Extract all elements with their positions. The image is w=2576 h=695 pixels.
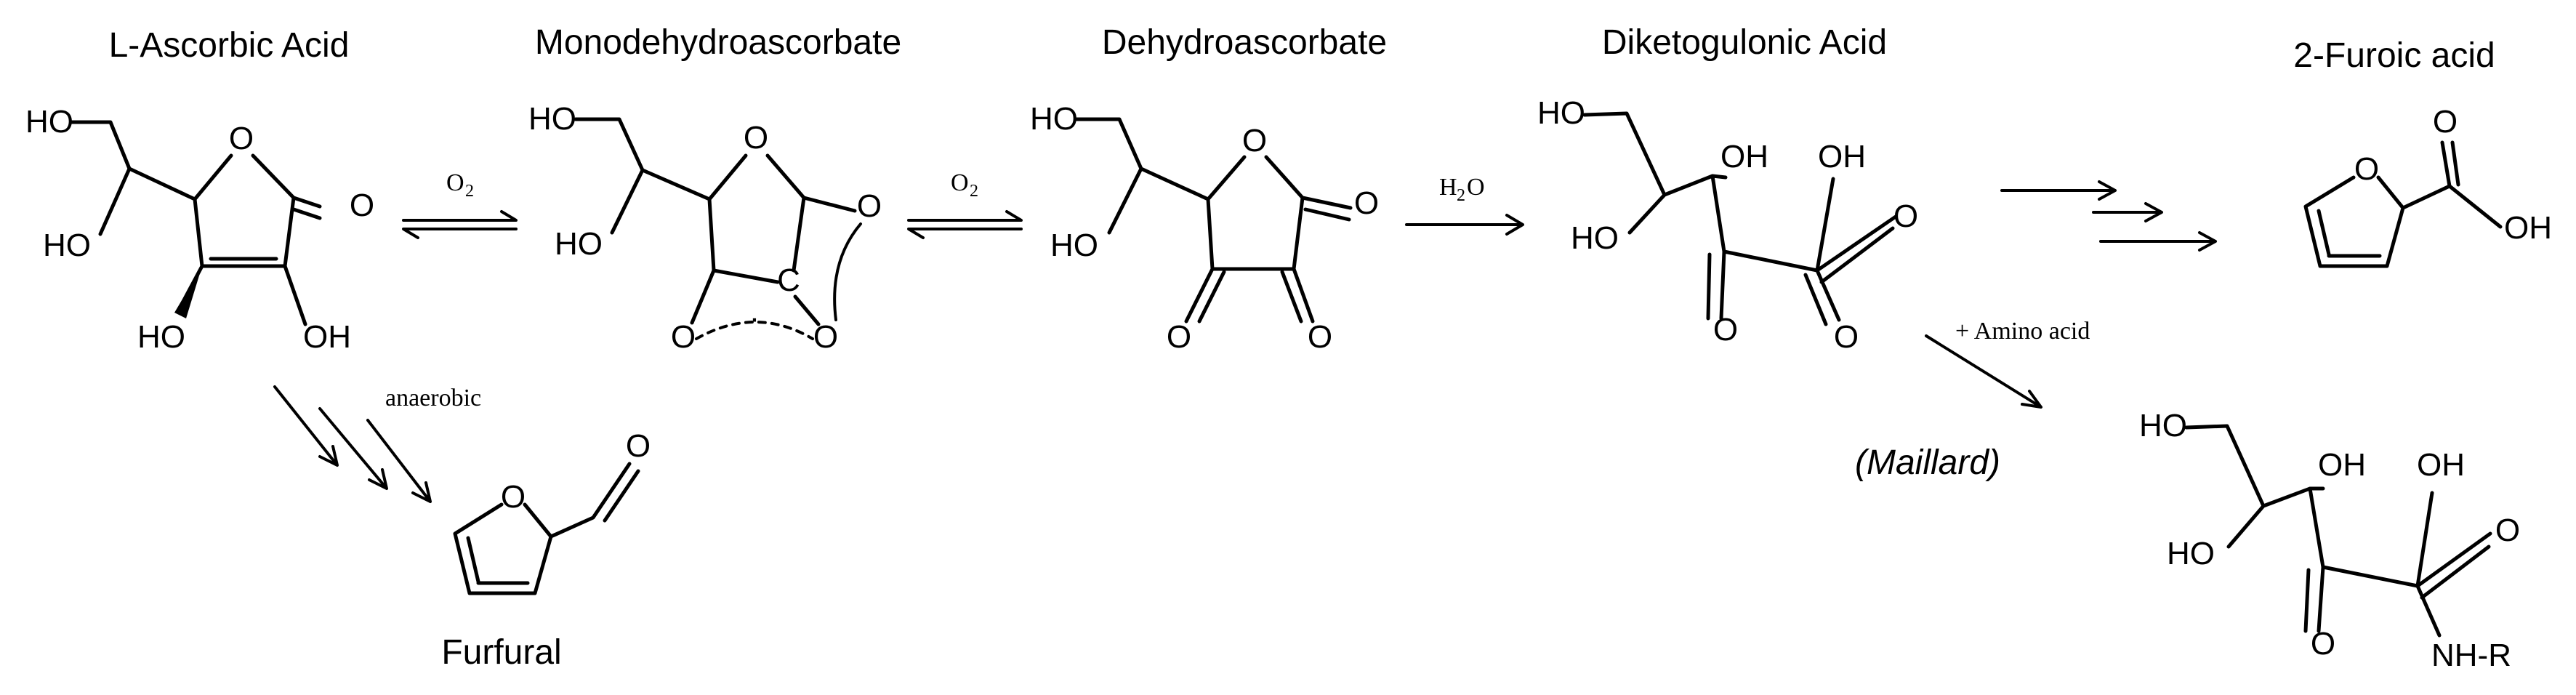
condition-o2-base: O bbox=[446, 169, 464, 196]
atom-label: HO bbox=[555, 226, 603, 262]
structure-furoic-acid: O O OH bbox=[2303, 104, 2552, 268]
structure-furfural: O O bbox=[453, 428, 651, 595]
atom-label: HO bbox=[2139, 408, 2187, 443]
atom-label: HO bbox=[1050, 228, 1098, 263]
condition-anaerobic: anaerobic bbox=[385, 385, 481, 411]
atom-label: HO bbox=[528, 101, 576, 137]
atom-label: O bbox=[1354, 185, 1379, 221]
condition-water-sub: 2 bbox=[1457, 186, 1465, 205]
atom-label: O bbox=[2433, 104, 2458, 140]
wedge-bond bbox=[174, 266, 202, 318]
delocalized-bond bbox=[695, 321, 814, 340]
hydrolysis-arrow: H 2 O bbox=[1405, 174, 1524, 236]
condition-o2-subscript: 2 bbox=[465, 182, 474, 201]
atom-label: OH bbox=[1720, 139, 1768, 174]
double-bond bbox=[2303, 545, 2491, 633]
atom-label: HO bbox=[2167, 536, 2215, 571]
bond-lines bbox=[453, 462, 632, 595]
atom-label: O bbox=[857, 188, 882, 224]
equilibrium-arrow-2: O 2 bbox=[907, 169, 1023, 239]
atom-label: O bbox=[671, 319, 696, 355]
double-bond bbox=[1197, 207, 1351, 324]
atom-label: O bbox=[626, 428, 651, 464]
double-bond bbox=[2317, 140, 2460, 258]
atom-label: O bbox=[350, 188, 374, 223]
structure-diketogulonic-acid: HO OH OH HO O O O bbox=[1537, 95, 1918, 355]
atom-label: HO bbox=[43, 228, 91, 263]
atom-label: NH-R bbox=[2431, 638, 2511, 673]
atom-label: O bbox=[501, 479, 526, 515]
title-furfural: Furfural bbox=[441, 633, 561, 672]
double-bond bbox=[209, 207, 322, 261]
structure-monodehydroascorbate: HO HO O O C O O · bbox=[528, 101, 882, 355]
atom-label: OH bbox=[2417, 447, 2465, 483]
atom-label: OH bbox=[2504, 210, 2552, 246]
condition-o2-subscript: 2 bbox=[970, 182, 978, 201]
maillard-arrow: + Amino acid (Maillard) bbox=[1855, 318, 2090, 482]
atom-label: C bbox=[777, 262, 800, 298]
title-monodehydroascorbate: Monodehydroascorbate bbox=[535, 23, 901, 62]
label-maillard: (Maillard) bbox=[1855, 443, 2000, 482]
double-bond bbox=[1706, 226, 1895, 326]
title-furoic-acid: 2-Furoic acid bbox=[2293, 36, 2495, 75]
bond-lines bbox=[2303, 140, 2503, 268]
atom-label: O bbox=[1308, 319, 1332, 355]
bond-lines bbox=[69, 120, 322, 326]
bond-lines bbox=[1074, 117, 1353, 324]
structure-maillard-product: HO OH OH HO O O NH-R bbox=[2139, 408, 2520, 673]
bond-lines bbox=[1582, 111, 1898, 322]
atom-label: OH bbox=[1818, 139, 1866, 174]
atom-label: O bbox=[744, 120, 768, 156]
atom-label: HO bbox=[137, 319, 185, 355]
structure-dehydroascorbate: HO HO O O O O bbox=[1030, 101, 1379, 355]
anaerobic-arrows: anaerobic bbox=[273, 385, 481, 503]
radical-dot: · bbox=[749, 300, 760, 336]
atom-label: HO bbox=[25, 104, 73, 140]
atom-label: O bbox=[1242, 123, 1267, 158]
atom-label: O bbox=[1167, 319, 1191, 355]
condition-amino-acid: + Amino acid bbox=[1955, 318, 2090, 345]
condition-water-h: H bbox=[1439, 174, 1457, 201]
bond-lines bbox=[2184, 424, 2492, 638]
atom-label: OH bbox=[303, 319, 351, 355]
atom-label: HO bbox=[1537, 95, 1585, 131]
delocalized-bond bbox=[833, 222, 862, 321]
title-diketogulonic-acid: Diketogulonic Acid bbox=[1602, 23, 1887, 62]
atom-label: HO bbox=[1030, 101, 1078, 137]
structure-ascorbic-acid: HO HO O O HO OH bbox=[25, 104, 374, 355]
condition-water-o: O bbox=[1467, 174, 1485, 201]
atom-label: O bbox=[1834, 319, 1859, 355]
atom-label: OH bbox=[2318, 447, 2366, 483]
atom-label: O bbox=[2354, 151, 2379, 187]
atom-label: HO bbox=[1571, 220, 1619, 256]
bond-lines bbox=[573, 117, 857, 326]
multistep-arrows-furoic bbox=[2000, 180, 2217, 252]
atom-label: O bbox=[229, 121, 254, 156]
atom-label: O bbox=[2311, 626, 2335, 662]
title-dehydroascorbate: Dehydroascorbate bbox=[1102, 23, 1387, 62]
double-bond bbox=[466, 469, 640, 585]
equilibrium-arrow-1: O 2 bbox=[402, 169, 518, 239]
atom-label: O bbox=[1893, 198, 1918, 234]
condition-o2-base: O bbox=[951, 169, 969, 196]
atom-label: O bbox=[1713, 312, 1738, 348]
atom-label: O bbox=[2495, 513, 2520, 548]
title-ascorbic-acid: L-Ascorbic Acid bbox=[109, 26, 350, 65]
